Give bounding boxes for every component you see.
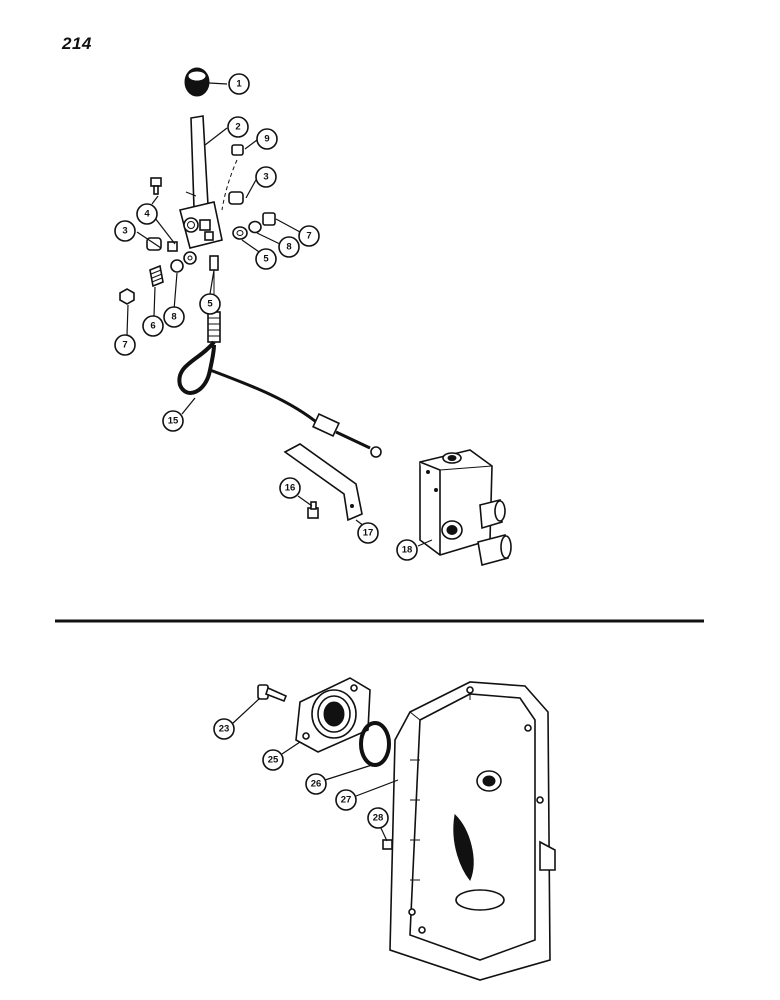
part-lockwasher-right <box>248 220 262 234</box>
callout-15: 15 <box>162 410 184 432</box>
callout-7-right: 7 <box>298 225 320 247</box>
callout-9: 9 <box>256 128 278 150</box>
callout-8-right: 8 <box>278 236 300 258</box>
callout-16: 16 <box>279 477 301 499</box>
svg-text:1: 1 <box>236 79 242 90</box>
callout-27: 27 <box>335 789 357 811</box>
page-number: 214 <box>62 34 92 53</box>
svg-text:27: 27 <box>341 795 352 806</box>
callout-5-left: 5 <box>199 293 221 315</box>
leader-lines <box>126 82 433 842</box>
part-cap-screw <box>257 684 288 703</box>
callout-3-right: 3 <box>255 166 277 188</box>
svg-text:25: 25 <box>268 755 279 766</box>
svg-text:23: 23 <box>219 724 230 735</box>
svg-text:9: 9 <box>264 134 269 145</box>
svg-text:26: 26 <box>311 779 322 790</box>
part-housing <box>389 681 556 981</box>
svg-text:5: 5 <box>263 254 269 265</box>
svg-text:28: 28 <box>373 813 384 824</box>
callout-25: 25 <box>262 749 284 771</box>
part-knob <box>184 67 210 97</box>
part-nut-right <box>262 212 276 226</box>
svg-text:15: 15 <box>168 416 179 427</box>
svg-text:17: 17 <box>363 528 374 539</box>
callout-2: 2 <box>227 116 249 138</box>
part-control-cable <box>177 255 382 458</box>
callout-28: 28 <box>367 807 389 829</box>
svg-text:7: 7 <box>306 231 311 242</box>
callout-26: 26 <box>305 773 327 795</box>
part-nut-small <box>231 144 244 156</box>
callout-3-left: 3 <box>114 220 136 242</box>
svg-text:2: 2 <box>235 122 240 133</box>
svg-text:4: 4 <box>144 209 150 220</box>
part-stud <box>167 241 178 252</box>
part-nut-left <box>119 288 135 305</box>
svg-text:3: 3 <box>263 172 268 183</box>
callout-17: 17 <box>357 522 379 544</box>
part-spring <box>149 264 164 288</box>
part-plug <box>382 839 393 850</box>
svg-text:5: 5 <box>207 299 213 310</box>
callout-23: 23 <box>213 718 235 740</box>
svg-text:8: 8 <box>171 312 176 323</box>
callout-8-left: 8 <box>163 306 185 328</box>
callout-1: 1 <box>228 73 250 95</box>
svg-text:16: 16 <box>285 483 296 494</box>
callout-18: 18 <box>396 539 418 561</box>
part-o-ring <box>359 721 391 767</box>
callout-7-left: 7 <box>114 334 136 356</box>
part-valve-body <box>419 449 512 567</box>
svg-text:7: 7 <box>122 340 127 351</box>
svg-text:6: 6 <box>150 321 155 332</box>
part-washer-left <box>170 251 197 273</box>
callout-6: 6 <box>142 315 164 337</box>
part-lever <box>179 115 223 249</box>
svg-text:3: 3 <box>122 226 127 237</box>
part-washer-right <box>232 226 248 240</box>
part-bolt-small <box>150 177 162 195</box>
part-spacer-right <box>228 191 244 205</box>
part-seal-retainer <box>295 677 371 753</box>
callout-4: 4 <box>136 203 158 225</box>
part-bracket <box>283 443 363 522</box>
svg-text:18: 18 <box>402 545 413 556</box>
svg-text:8: 8 <box>286 242 291 253</box>
callout-5-right: 5 <box>255 248 277 270</box>
